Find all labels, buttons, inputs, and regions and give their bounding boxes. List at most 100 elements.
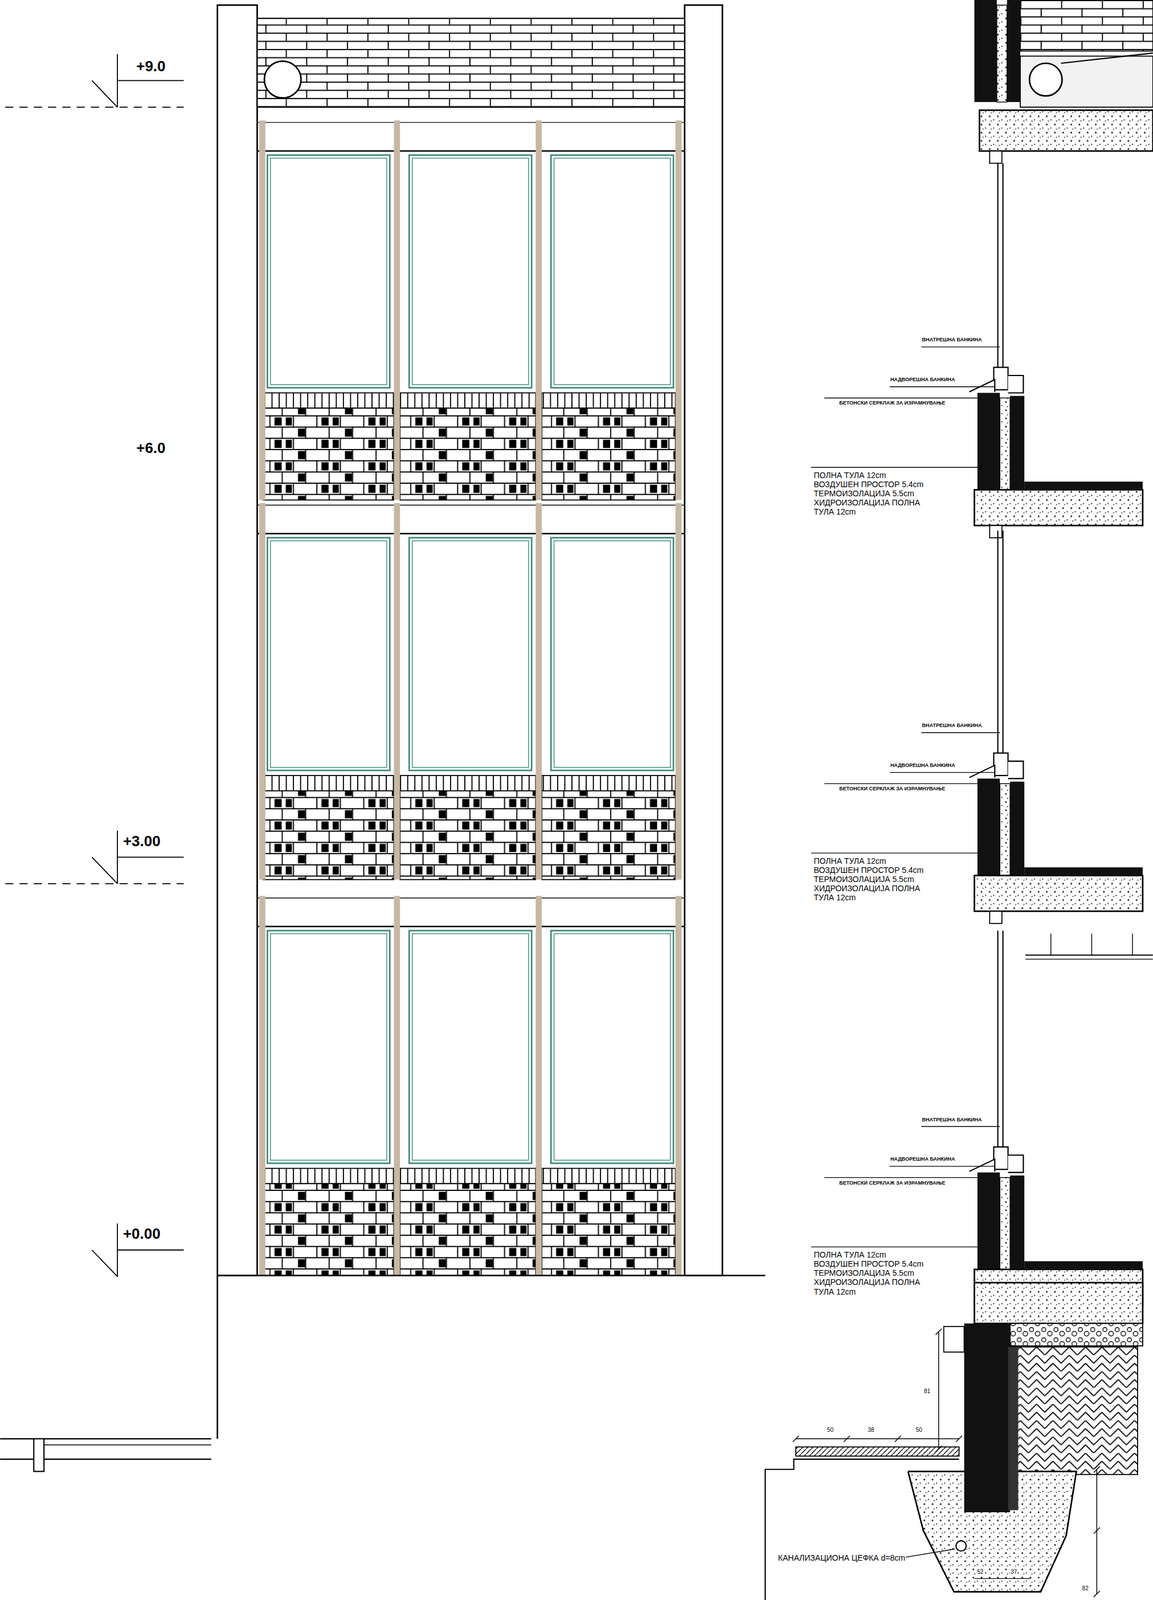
glazing	[997, 163, 999, 368]
glazing	[997, 930, 999, 1147]
glazing	[1002, 930, 1004, 1147]
ground-line	[41, 1444, 212, 1445]
roof-layer	[1061, 52, 1153, 64]
brick-infill	[263, 1183, 394, 1275]
sidewalk	[795, 1446, 960, 1456]
floor-finish	[1024, 867, 1143, 876]
soldier-course	[541, 775, 676, 791]
brick-parapet	[256, 18, 685, 108]
dimension-tick	[955, 1435, 963, 1442]
layer-note: ПОЛНА ТУЛА 12cm ВОЗДУШЕН ПРОСТОР 5.4cm Т…	[813, 1249, 929, 1296]
drain-pipe	[264, 60, 301, 98]
leader-line	[889, 771, 995, 773]
callout-label: КАНАЛИЗАЦИОНА ЦЕФКА d=8cm	[777, 1552, 906, 1563]
brick-wall	[1010, 781, 1025, 876]
window-frame	[989, 910, 1002, 923]
window-frame	[412, 540, 529, 768]
suspended-ceiling	[1025, 954, 1153, 956]
dimension-line	[938, 1331, 939, 1449]
floor-finish	[1024, 481, 1143, 490]
elevation	[0, 5, 766, 1471]
dimension-text: 52	[976, 1568, 984, 1576]
callout-label: НАДВОРЕШНА БАНКИНА	[889, 376, 956, 383]
level-marker	[91, 1249, 118, 1277]
ceiling-hanger	[1050, 933, 1052, 956]
mullion-post	[259, 895, 266, 1275]
window-frame	[989, 150, 1002, 163]
dimension-tick	[1093, 1527, 1101, 1534]
mullion-post	[393, 895, 400, 1275]
outer-sill	[968, 765, 995, 778]
window-frame	[270, 540, 387, 768]
drain-pipe	[955, 1540, 967, 1551]
insulation	[999, 783, 1011, 876]
glazing	[1002, 530, 1004, 753]
wall-section	[765, 0, 1153, 1600]
soldier-course	[263, 775, 394, 791]
glazing	[1002, 163, 1004, 368]
leader-line	[921, 1125, 1000, 1127]
soldier-course	[399, 1167, 536, 1184]
mullion-post	[675, 120, 682, 500]
mullion-post	[535, 120, 542, 500]
window-pane	[409, 537, 532, 771]
ceiling-hanger	[1131, 933, 1133, 956]
brick-wall	[977, 392, 1000, 493]
level-marker	[91, 856, 118, 884]
roof-layers	[1020, 55, 1153, 108]
ground-line	[217, 1274, 766, 1277]
window-pane	[550, 930, 674, 1163]
brick-infill	[263, 790, 394, 880]
leader-line	[889, 386, 995, 387]
window-frame	[412, 933, 529, 1161]
ground-slab	[974, 1282, 1143, 1324]
brick-wall	[1010, 1175, 1025, 1270]
ground-line	[765, 1458, 959, 1600]
brick-wall	[977, 778, 1000, 879]
glazing	[997, 530, 999, 753]
window-pane	[550, 537, 674, 771]
leader-line	[811, 466, 982, 468]
brick-wall	[974, 0, 997, 102]
soldier-course	[541, 392, 676, 408]
ground-line	[216, 1275, 219, 1439]
leader-line	[824, 1176, 978, 1178]
layer-note: ПОЛНА ТУЛА 12cm ВОЗДУШЕН ПРОСТОР 5.4cm Т…	[813, 470, 929, 517]
brick-infill	[541, 790, 676, 880]
insulation	[996, 5, 1008, 102]
dimension-line	[974, 1577, 1030, 1579]
floor-line	[256, 504, 685, 506]
brick-infill	[399, 790, 536, 880]
pier	[684, 5, 723, 1276]
mullion-post	[259, 503, 266, 880]
level-marker	[117, 856, 184, 858]
window-frame	[270, 158, 387, 386]
brick-wall	[1007, 0, 1021, 102]
window-frame	[554, 933, 671, 1161]
window-frame	[993, 1146, 1008, 1169]
window-pane	[409, 154, 532, 388]
dimension-text: 37	[1010, 1568, 1018, 1576]
dimension-tick	[792, 1435, 800, 1442]
mullion-post	[259, 120, 266, 500]
level-marker	[117, 80, 184, 82]
suspended-ceiling	[1025, 958, 1153, 960]
dimension-text: 81	[923, 1387, 931, 1395]
outer-sill	[968, 379, 995, 392]
drain-pipe	[1029, 63, 1062, 96]
plinth-cap	[943, 1326, 965, 1352]
mullion-post	[393, 503, 400, 880]
brick-infill	[399, 407, 536, 500]
ground-line	[0, 1437, 212, 1439]
transom-line	[256, 532, 685, 535]
window-pane	[267, 537, 390, 771]
mullion-post	[675, 503, 682, 880]
dimension-line	[795, 1437, 960, 1439]
ceiling-hanger	[1091, 933, 1093, 956]
concrete-slab	[974, 489, 1143, 526]
dimension-tick	[935, 1445, 942, 1453]
concrete-slab	[979, 109, 1153, 151]
insulation	[999, 397, 1011, 490]
